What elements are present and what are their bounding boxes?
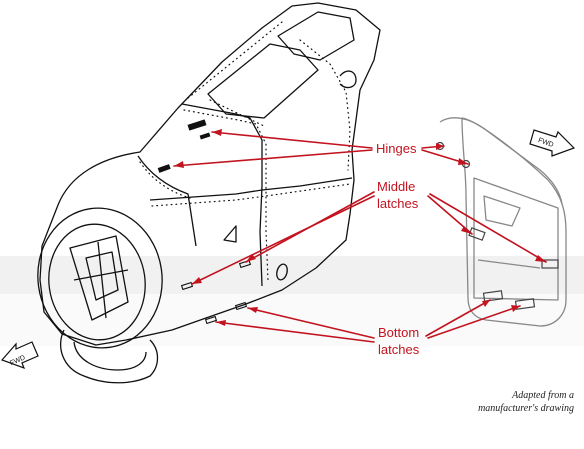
bottom-latch-mark-2 <box>204 315 218 325</box>
panel-inner-frame <box>473 177 559 301</box>
intake-lip-inner <box>48 223 146 341</box>
cowl-panel-fittings <box>435 141 559 310</box>
access-panel-small <box>277 11 355 61</box>
caption-line1: Adapted from a <box>512 390 574 401</box>
hinge-mark-1 <box>187 119 207 131</box>
nacelle-latch-marks <box>157 119 211 173</box>
panel-stiffener <box>483 195 521 227</box>
intake-lip-outer <box>37 207 163 349</box>
middle-latch-mark-2 <box>180 281 194 291</box>
caption-line2: manufacturer's drawing <box>478 403 574 414</box>
engine-nacelle <box>37 2 381 384</box>
fwd-arrow-left: FWD <box>0 341 39 370</box>
exhaust-stub <box>339 70 357 89</box>
vent-triangle <box>223 225 237 243</box>
panel-seam-lower <box>149 177 353 201</box>
middle-latch-mark-1 <box>238 259 252 269</box>
panel-top-rim <box>439 117 563 205</box>
bottom-latches-label: Bottom latches <box>378 324 419 358</box>
bottom-latches-label-line1: Bottom <box>378 325 420 340</box>
panel-bottom-latch-2 <box>514 298 536 310</box>
bottom-latch-mark-1 <box>234 301 248 311</box>
hinge-mark-2 <box>199 132 211 140</box>
drain-oval <box>276 263 288 281</box>
rivet-lines <box>139 21 351 281</box>
nacelle-outline <box>39 2 381 346</box>
bottom-latches-label-line2: latches <box>378 342 420 357</box>
hinges-label: Hinges <box>376 140 416 157</box>
fwd-arrow-right: FWD <box>529 129 576 157</box>
panel-seam-upper <box>181 103 263 287</box>
panel-bottom-latch-1 <box>482 290 504 302</box>
lower-intake <box>60 329 159 384</box>
middle-latches-label-line2: latches <box>377 196 419 211</box>
source-caption: Adapted from a manufacturer's drawing <box>478 389 574 415</box>
lower-intake-inner <box>73 341 147 371</box>
nacelle-latch-outlines <box>180 259 252 325</box>
inlet-internals <box>69 235 129 321</box>
callout-lines <box>173 131 547 343</box>
access-panel-large <box>207 43 319 119</box>
callout-arrowheads <box>174 129 546 326</box>
middle-latches-label-line1: Middle <box>377 179 416 194</box>
cowl-panel <box>439 117 567 327</box>
panel-middle-latch-2 <box>541 259 559 269</box>
panel-seam-front <box>137 155 197 247</box>
panel-diagonal <box>477 259 541 269</box>
hinge-mark-3 <box>157 164 171 173</box>
middle-latches-label: Middle latches <box>377 178 418 212</box>
hinges-label-text: Hinges <box>376 141 417 156</box>
